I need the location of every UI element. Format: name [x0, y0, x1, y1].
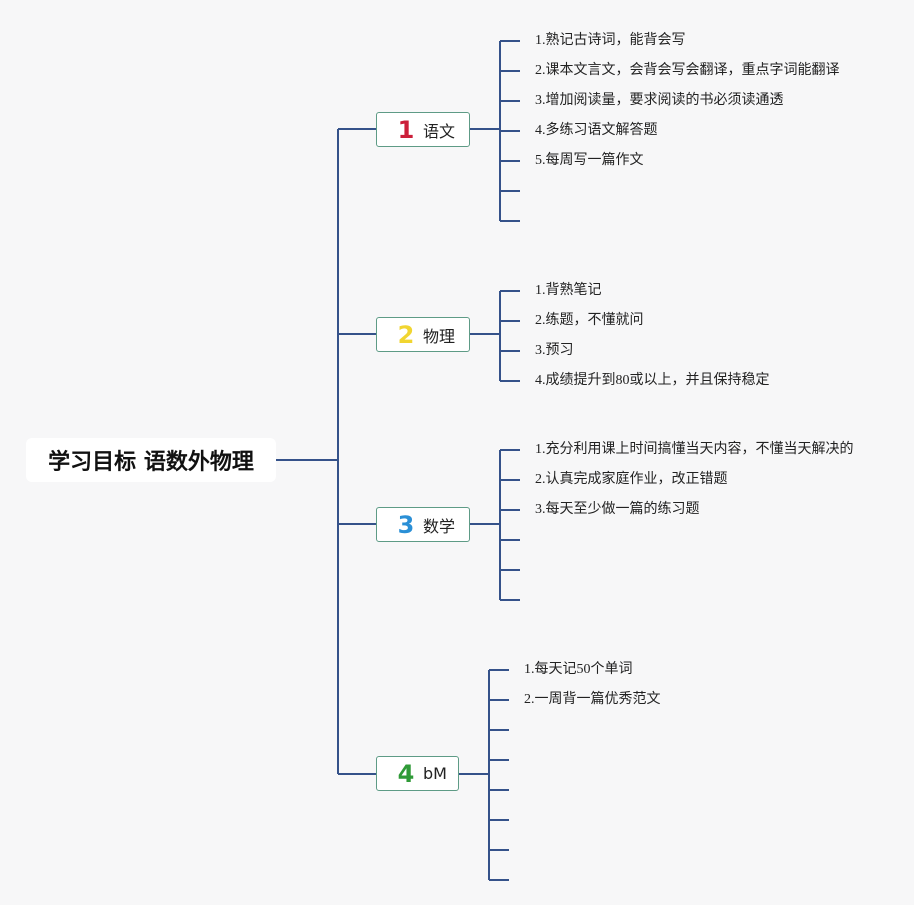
- topic-label: 物理: [423, 326, 456, 346]
- root-node[interactable]: 学习目标 语数外物理: [26, 438, 276, 482]
- number-4-icon: 4: [397, 759, 415, 788]
- topic-node-chinese[interactable]: 1 语文: [376, 112, 470, 147]
- topic-node-physics[interactable]: 2 物理: [376, 317, 470, 352]
- subtopic-item[interactable]: 1.每天记50个单词: [524, 662, 633, 677]
- number-2-icon: 2: [397, 320, 415, 349]
- number-1-icon: 1: [397, 115, 415, 144]
- topic-node-english[interactable]: 4 bM: [376, 756, 459, 791]
- subtopic-item[interactable]: 4.成绩提升到80或以上，并且保持稳定: [535, 373, 770, 388]
- subtopic-item[interactable]: 1.充分利用课上时间搞懂当天内容，不懂当天解决的: [535, 442, 854, 457]
- topic-label: bM: [423, 764, 447, 783]
- root-title: 学习目标 语数外物理: [48, 450, 254, 475]
- subtopic-item[interactable]: 3.预习: [535, 343, 574, 358]
- subtopic-item[interactable]: 2.认真完成家庭作业，改正错题: [535, 472, 728, 487]
- subtopic-item[interactable]: 2.练题，不懂就问: [535, 313, 644, 328]
- subtopic-item[interactable]: 2.课本文言文，会背会写会翻译，重点字词能翻译: [535, 63, 840, 78]
- topic-node-math[interactable]: 3 数学: [376, 507, 470, 542]
- topic-label: 数学: [423, 516, 456, 536]
- topic-label: 语文: [423, 121, 456, 141]
- subtopic-item[interactable]: 4.多练习语文解答题: [535, 123, 658, 138]
- subtopic-item[interactable]: 2.一周背一篇优秀范文: [524, 692, 661, 707]
- subtopic-item[interactable]: 1.背熟笔记: [535, 283, 602, 298]
- subtopic-item[interactable]: 5.每周写一篇作文: [535, 153, 644, 168]
- subtopic-item[interactable]: 1.熟记古诗词，能背会写: [535, 33, 686, 48]
- subtopic-item[interactable]: 3.每天至少做一篇的练习题: [535, 502, 700, 517]
- subtopic-item[interactable]: 3.增加阅读量，要求阅读的书必须读通透: [535, 93, 784, 108]
- number-3-icon: 3: [397, 510, 415, 539]
